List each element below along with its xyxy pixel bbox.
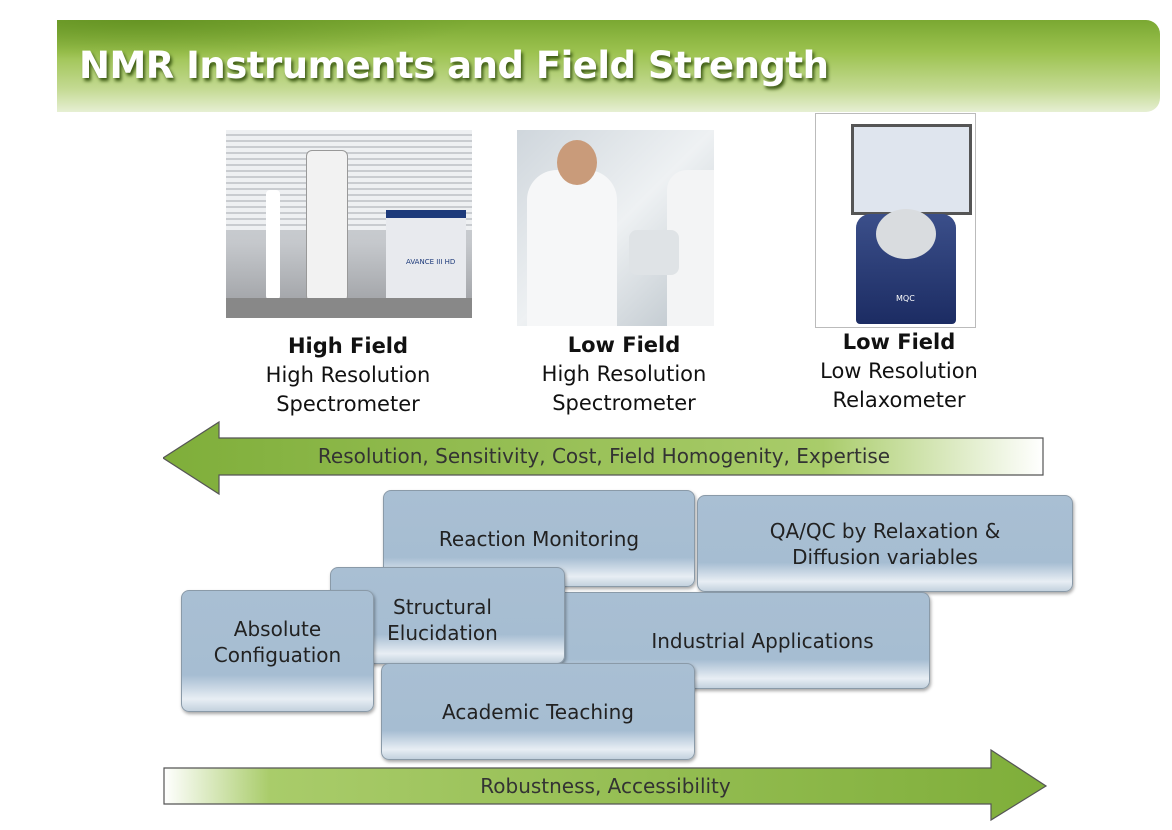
bottom-arrow-label: Robustness, Accessibility [480, 774, 731, 798]
left-arrow: Resolution, Sensitivity, Cost, Field Hom… [163, 420, 1045, 496]
academic-teaching-box: Academic Teaching [381, 663, 695, 760]
high-field-spectrometer-photo: AVANCE III HD [226, 130, 472, 318]
title-banner: NMR Instruments and Field Strength [57, 20, 1160, 112]
slide-title: NMR Instruments and Field Strength [79, 44, 829, 87]
top-arrow-label: Resolution, Sensitivity, Cost, Field Hom… [317, 444, 891, 468]
qaqc-box: QA/QC by Relaxation &Diffusion variables [697, 495, 1073, 592]
low-field-spectrometer-photo [517, 130, 714, 326]
right-arrow: Robustness, Accessibility [163, 748, 1048, 822]
relaxometer-photo: MQC [815, 113, 976, 328]
photo-label: AVANCE III HD [406, 258, 456, 266]
photo-label: MQC [896, 294, 915, 303]
